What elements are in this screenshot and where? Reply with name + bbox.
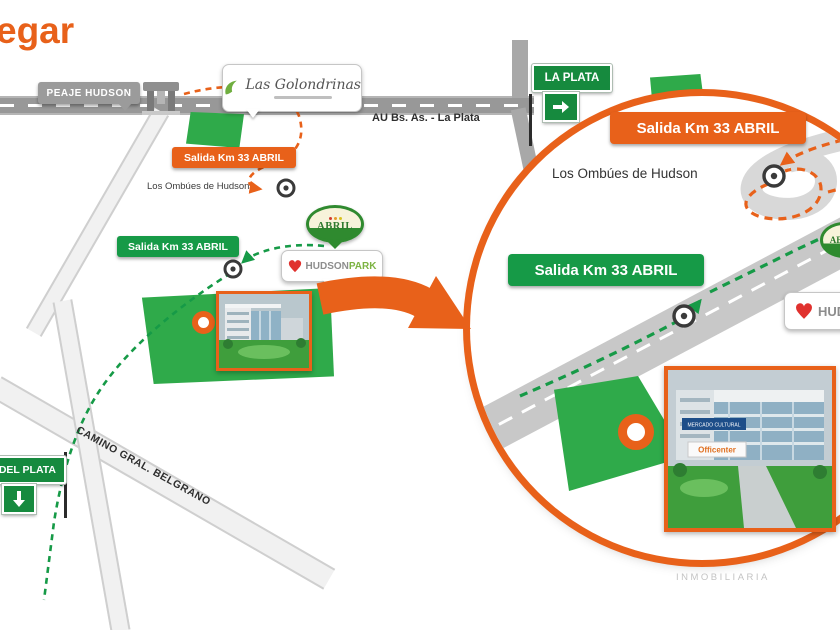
peaje-sign-tail <box>118 103 132 111</box>
peaje-hudson-sign: PEAJE HUDSON <box>38 82 140 104</box>
zoom-salida-orange-label: Salida Km 33 ABRIL <box>636 119 780 137</box>
zoom-orange-route <box>744 139 840 221</box>
las-golondrinas-sign: Las Golondrinas <box>222 64 362 112</box>
salida-green-label: Salida Km 33 ABRIL <box>128 240 228 253</box>
building-photo-thumbnail <box>216 291 312 371</box>
location-ring-marker <box>192 311 215 334</box>
green-lot-golondrinas <box>186 112 244 148</box>
la-plata-ramp-road <box>512 40 528 98</box>
mar-del-plata-label: MAR DEL PLATA <box>0 464 56 476</box>
zoom-salida-km33-orange-sign: Salida Km 33 ABRIL <box>610 112 806 144</box>
zoom-photo-sign-text: Officenter <box>698 446 736 455</box>
zoom-building-art: MERCADO CULTURAL Officenter <box>668 370 832 528</box>
heart-icon <box>288 259 301 272</box>
zoom-hudson-park-sign: HUDSONPARK <box>784 292 840 330</box>
right-arrow-icon <box>553 101 569 113</box>
zoom-hudson-park-word1: HUDSON <box>818 303 840 319</box>
peaje-hudson-label: PEAJE HUDSON <box>46 87 132 99</box>
building-thumb-art <box>219 294 309 368</box>
salida-km33-green-sign: Salida Km 33 ABRIL <box>117 236 239 257</box>
hudson-park-word2: PARK <box>348 260 377 272</box>
zoom-exit-ramp <box>740 128 840 220</box>
zoom-green-route <box>519 227 840 398</box>
hudson-park-word1: HUDSON <box>305 260 349 272</box>
zoom-photo-banner-text: MERCADO CULTURAL <box>688 423 741 429</box>
zoom-salida-km33-green-sign: Salida Km 33 ABRIL <box>508 254 704 286</box>
watermark-text: INMOBILIARIA <box>676 572 770 583</box>
la-plata-sign-pole <box>529 94 532 146</box>
zoom-location-ring-marker <box>618 414 654 450</box>
mar-del-plata-arrow-box <box>2 484 36 514</box>
la-plata-arrow-box <box>543 92 579 122</box>
los-ombues-label: Los Ombúes de Hudson <box>147 181 250 192</box>
las-golondrinas-tail <box>246 109 260 118</box>
down-arrow-icon <box>13 491 25 507</box>
toll-booth-icon <box>142 82 180 115</box>
zoom-salida-green-label: Salida Km 33 ABRIL <box>534 261 678 279</box>
salida-orange-label: Salida Km 33 ABRIL <box>184 151 284 164</box>
zoom-heart-icon <box>796 302 812 319</box>
las-golondrinas-label: Las Golondrinas <box>245 77 362 93</box>
leaf-swirl-icon <box>225 80 237 95</box>
mar-del-plata-sign: MAR DEL PLATA <box>0 456 66 484</box>
zoom-abril-badge-label: ABRIL <box>829 235 840 245</box>
las-golondrinas-subline <box>274 96 333 99</box>
la-plata-sign: LA PLATA <box>532 64 612 92</box>
la-plata-label: LA PLATA <box>544 72 600 84</box>
highway-label: AU Bs. As. - La Plata <box>372 112 480 124</box>
zoom-building-photo: MERCADO CULTURAL Officenter <box>664 366 836 532</box>
abril-badge-tail <box>328 242 342 249</box>
zoom-roads-overlay <box>470 128 840 466</box>
zoom-road-centerline <box>470 241 840 442</box>
page-title-fragment: egar <box>0 10 75 51</box>
abril-badge-label: ABRIL <box>317 220 353 232</box>
salida-km33-orange-sign: Salida Km 33 ABRIL <box>172 147 296 168</box>
zoom-los-ombues-label: Los Ombúes de Hudson <box>552 166 698 181</box>
abril-badge: ABRIL <box>306 205 364 243</box>
abril-flower-dots <box>328 216 342 220</box>
mar-del-plata-pole <box>64 452 67 518</box>
